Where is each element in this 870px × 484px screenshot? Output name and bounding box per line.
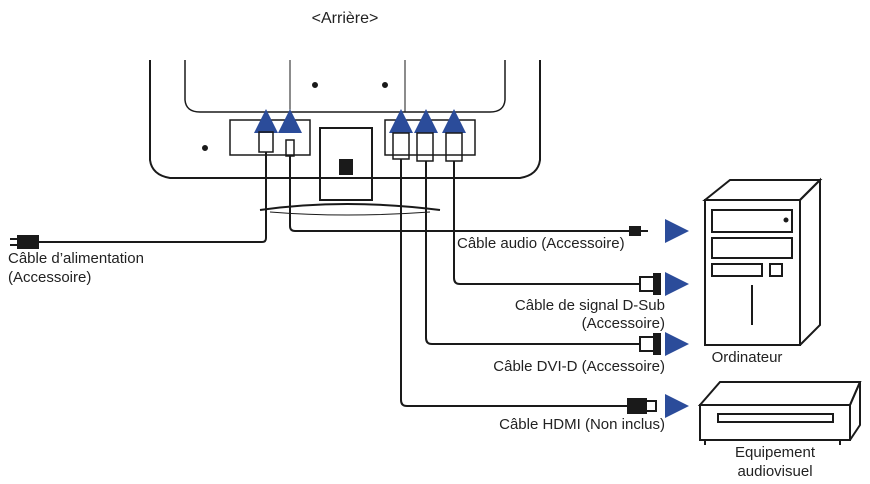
monitor-back bbox=[149, 60, 541, 179]
audio-cable bbox=[289, 156, 648, 236]
diagram-title: <Arrière> bbox=[311, 10, 379, 27]
av-equipment-label-line1: Equipement bbox=[734, 444, 816, 461]
dsub-cable-label: Câble de signal D-Sub bbox=[514, 297, 665, 314]
hdmi-cable bbox=[400, 159, 657, 414]
dsub-cable-sublabel: (Accessoire) bbox=[581, 315, 665, 332]
port-arrows bbox=[254, 109, 466, 133]
power-cable-label: Câble d’alimentation bbox=[8, 250, 144, 267]
power-cable-sublabel: (Accessoire) bbox=[8, 269, 92, 286]
dvi-cable bbox=[425, 161, 661, 355]
computer-label: Ordinateur bbox=[711, 349, 783, 366]
av-equipment-icon bbox=[697, 381, 862, 445]
dsub-cable bbox=[453, 161, 661, 295]
hdmi-cable-label: Câble HDMI (Non inclus) bbox=[499, 416, 665, 433]
monitor-stand bbox=[259, 127, 441, 216]
av-equipment-label-line2: audiovisuel bbox=[737, 463, 813, 480]
power-cable bbox=[10, 152, 267, 249]
dvi-cable-label: Câble DVI-D (Accessoire) bbox=[493, 358, 665, 375]
destination-arrows bbox=[665, 219, 689, 418]
audio-cable-label: Câble audio (Accessoire) bbox=[457, 235, 625, 252]
computer-icon bbox=[702, 177, 823, 346]
